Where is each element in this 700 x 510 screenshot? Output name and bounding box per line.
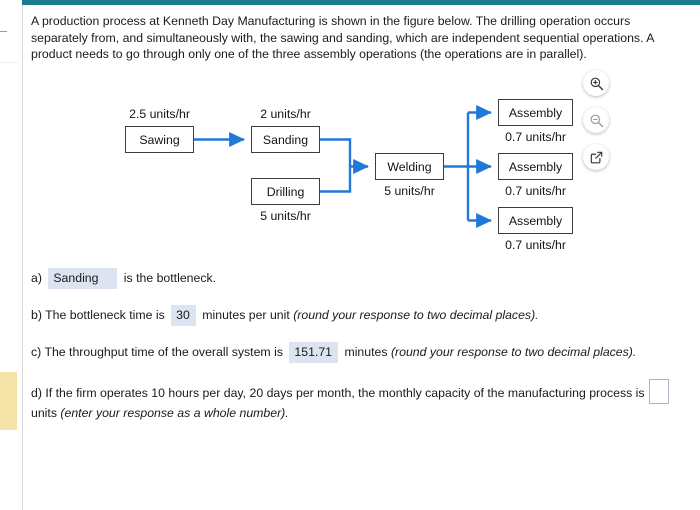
answer-c-hint: (round your response to two decimal plac… [390, 345, 637, 359]
rate-sanding: 2 units/hr [260, 107, 311, 121]
rate-assembly-3: 0.7 units/hr [505, 238, 566, 252]
node-drilling: Drilling [251, 178, 320, 205]
answer-b-hint: (round your response to two decimal plac… [293, 308, 539, 322]
answer-line-c: c) The throughput time of the overall sy… [31, 342, 691, 363]
rate-drilling: 5 units/hr [260, 209, 311, 223]
zoom-in-button[interactable] [583, 70, 609, 96]
answer-a-field[interactable]: Sanding [48, 268, 118, 289]
zoom-out-button[interactable] [583, 107, 609, 133]
answer-b-prefix: b) The bottleneck time is [31, 308, 165, 322]
answer-line-d: d) If the firm operates 10 hours per day… [31, 379, 691, 423]
answer-d-input[interactable] [648, 379, 669, 404]
content-divider [22, 5, 23, 510]
answer-c-field[interactable]: 151.71 [289, 342, 339, 363]
answer-d-prefix: d) If the firm operates 10 hours per day… [31, 386, 645, 400]
gutter-rule [0, 62, 18, 63]
process-flow-diagram: Sawing Sanding Drilling Welding Assembly… [22, 85, 700, 265]
pop-out-icon [590, 151, 602, 163]
answer-a-suffix: is the bottleneck. [123, 271, 217, 285]
node-sanding: Sanding [251, 126, 320, 153]
node-assembly-3: Assembly [498, 207, 573, 234]
answer-b-suffix: minutes per unit [202, 308, 290, 322]
node-sawing: Sawing [125, 126, 194, 153]
top-accent-bar [22, 0, 700, 5]
content-area: A production process at Kenneth Day Manu… [22, 5, 700, 510]
node-assembly-2: Assembly [498, 153, 573, 180]
rate-assembly-1: 0.7 units/hr [505, 130, 566, 144]
gutter-tick-mark [0, 31, 7, 32]
answer-d-hint: (enter your response as a whole number). [60, 406, 289, 420]
rate-assembly-2: 0.7 units/hr [505, 184, 566, 198]
problem-statement: A production process at Kenneth Day Manu… [31, 14, 654, 61]
answer-line-a: a) Sanding is the bottleneck. [31, 268, 691, 289]
zoom-out-icon [590, 114, 603, 127]
node-assembly-1: Assembly [498, 99, 573, 126]
answer-c-prefix: c) The throughput time of the overall sy… [31, 345, 283, 359]
figure-tool-rail [583, 70, 617, 181]
rate-welding: 5 units/hr [384, 184, 435, 198]
node-welding: Welding [375, 153, 444, 180]
answer-line-b: b) The bottleneck time is 30 minutes per… [31, 305, 691, 326]
pop-out-button[interactable] [583, 144, 609, 170]
answer-a-prefix: a) [31, 271, 42, 285]
rate-sawing: 2.5 units/hr [129, 107, 190, 121]
answer-c-suffix: minutes [344, 345, 388, 359]
diagram-connectors [194, 105, 492, 228]
gutter-progress-highlight [0, 372, 17, 430]
answer-section: a) Sanding is the bottleneck. b) The bot… [31, 268, 691, 423]
zoom-in-icon [590, 77, 603, 90]
answer-d-suffix: units [31, 406, 57, 420]
answer-b-field[interactable]: 30 [171, 305, 196, 326]
left-gutter [0, 0, 22, 510]
